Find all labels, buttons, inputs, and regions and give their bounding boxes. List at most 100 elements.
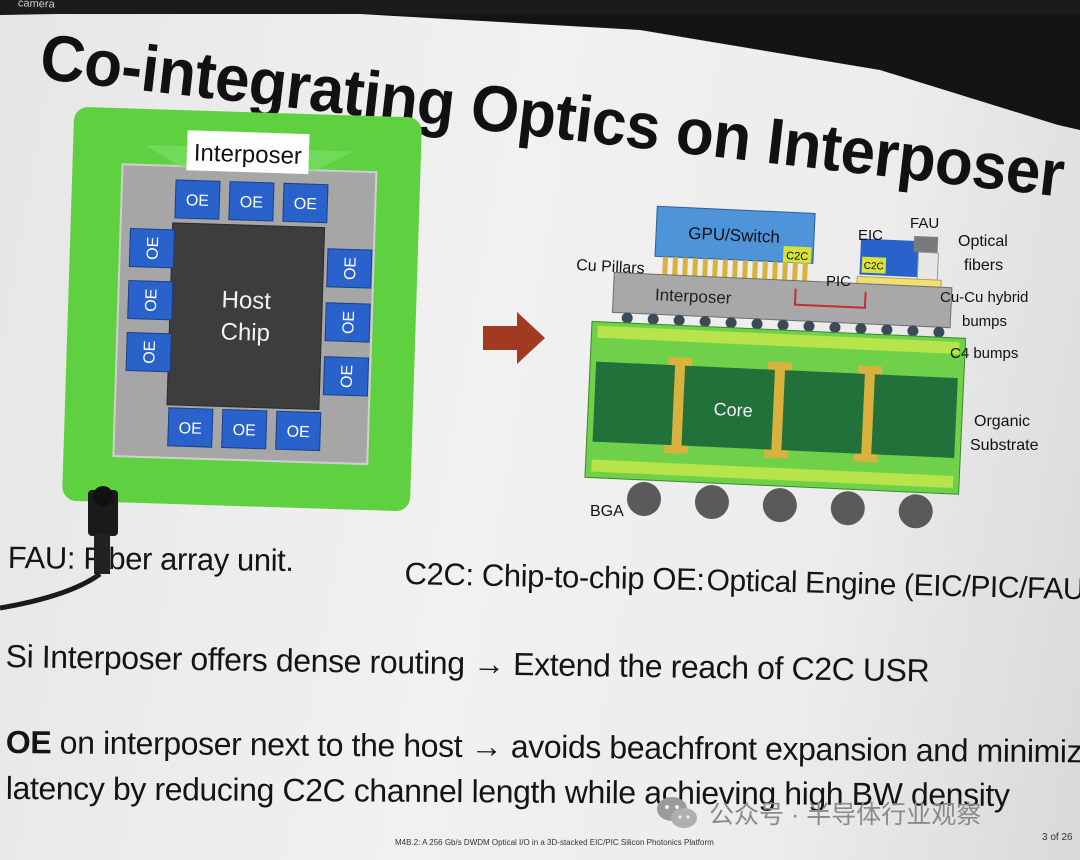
gpu-c2c-block	[782, 246, 812, 264]
cu-pillars-label: Cu Pillars	[576, 257, 645, 278]
gpu-c2c-label: C2C	[786, 250, 809, 263]
oe-label: OE	[342, 257, 360, 281]
oe-label: OE	[232, 422, 256, 440]
cu-pillar	[752, 260, 758, 279]
cu-pillar	[712, 258, 718, 278]
c4-bump	[673, 314, 685, 326]
via-cap-bottom	[664, 444, 689, 454]
substrate-bottom-layer	[591, 459, 954, 488]
cu-pillars-group	[662, 256, 808, 282]
cu-pillar	[802, 262, 808, 282]
interposer-layer-label: Interposer	[655, 285, 733, 307]
core-label: Core	[713, 399, 753, 421]
c4-bump	[855, 323, 867, 335]
oe-label: OE	[141, 340, 159, 364]
c4-bump	[907, 325, 919, 337]
eic-label: EIC	[858, 227, 883, 244]
oe-block	[228, 181, 275, 222]
oe-label: OE	[339, 365, 357, 389]
host-chip-label-line1: Host	[221, 286, 272, 315]
c4-bump	[777, 319, 789, 331]
oe-block	[125, 331, 172, 373]
eic-c2c-label: C2C	[864, 261, 884, 273]
bga-ball	[762, 488, 797, 523]
bga-ball	[694, 485, 729, 520]
via-cap-bottom	[853, 453, 879, 463]
cu-pillar	[732, 259, 738, 278]
oe-block	[128, 228, 175, 269]
interposer-label-box	[186, 130, 310, 175]
fau-stem	[916, 251, 939, 282]
camera-cable	[0, 571, 102, 611]
c4-bump	[829, 321, 841, 333]
c4-bump	[725, 317, 737, 329]
oe-label: OE	[240, 194, 264, 212]
camera-mount	[94, 534, 110, 574]
cu-pillar	[662, 256, 669, 275]
oe-label: OE	[178, 420, 202, 438]
oe-block	[275, 410, 322, 452]
definition-c2c: C2C: Chip-to-chip OE:	[404, 556, 705, 598]
cu-pillar	[762, 261, 768, 280]
cu-cu-hybrid-label-line2: bumps	[962, 313, 1007, 330]
c4-bump	[933, 326, 945, 338]
oe-label: OE	[340, 311, 358, 335]
interposer-label: Interposer	[193, 139, 302, 169]
organic-substrate-label-line2: Substrate	[970, 437, 1039, 454]
cu-pillar	[682, 257, 688, 276]
room-dark-band	[0, 0, 1080, 14]
slide-footer: M4B.2: A 256 Gb/s DWDM Optical I/O in a …	[395, 838, 714, 847]
cu-pillar	[722, 259, 728, 278]
camera-tripod	[0, 486, 118, 611]
bga-label: BGA	[590, 503, 624, 520]
oe-block	[324, 302, 371, 343]
bga-ball	[627, 481, 662, 516]
via-cap-bottom	[764, 449, 789, 459]
c4-bump	[803, 320, 815, 332]
c4-bump	[881, 324, 893, 336]
core-vias-group	[664, 356, 883, 463]
cu-pillar	[792, 262, 798, 281]
substrate-top-layer	[597, 325, 960, 355]
oe-label: OE	[145, 236, 163, 260]
bullet-oe-bold: OE	[5, 724, 52, 761]
c2c-routing-trace	[793, 288, 867, 309]
cu-pillar	[782, 262, 788, 281]
gpu-switch-label: GPU/Switch	[688, 224, 780, 247]
oe-block	[282, 182, 329, 224]
bga-ball	[830, 491, 865, 526]
oe-block	[322, 356, 370, 397]
optical-fibers-label-line1: Optical	[958, 233, 1008, 250]
arrow-shape	[483, 312, 545, 364]
pic-label: PIC	[826, 273, 851, 290]
c4-bump	[699, 316, 711, 328]
cu-pillar	[772, 261, 778, 280]
cu-pillar	[702, 258, 708, 277]
via-cap-top	[857, 365, 883, 375]
c4-bump	[647, 313, 659, 325]
bga-balls-group	[627, 481, 933, 529]
cu-pillar	[672, 257, 679, 276]
via-cap-top	[768, 361, 793, 371]
oe-block	[174, 179, 221, 220]
oe-label: OE	[186, 192, 210, 210]
c4-bumps-group	[621, 312, 945, 338]
watermark-text: 公众号 · 半导体行业观察	[709, 801, 982, 829]
oe-block	[221, 408, 268, 450]
wechat-icon	[657, 797, 697, 828]
cu-pillar	[692, 257, 698, 277]
c4-bump	[751, 318, 763, 330]
via-barrel	[671, 363, 686, 448]
oe-block	[167, 407, 214, 448]
oe-label: OE	[286, 424, 310, 442]
oe-label: OE	[143, 288, 161, 312]
transition-arrow	[483, 312, 545, 364]
via-barrel	[861, 371, 875, 457]
watermark: 公众号 · 半导体行业观察	[655, 795, 981, 831]
organic-substrate-label-line1: Organic	[974, 413, 1030, 430]
eic-c2c-block	[861, 256, 887, 274]
via-cap-top	[668, 356, 693, 367]
